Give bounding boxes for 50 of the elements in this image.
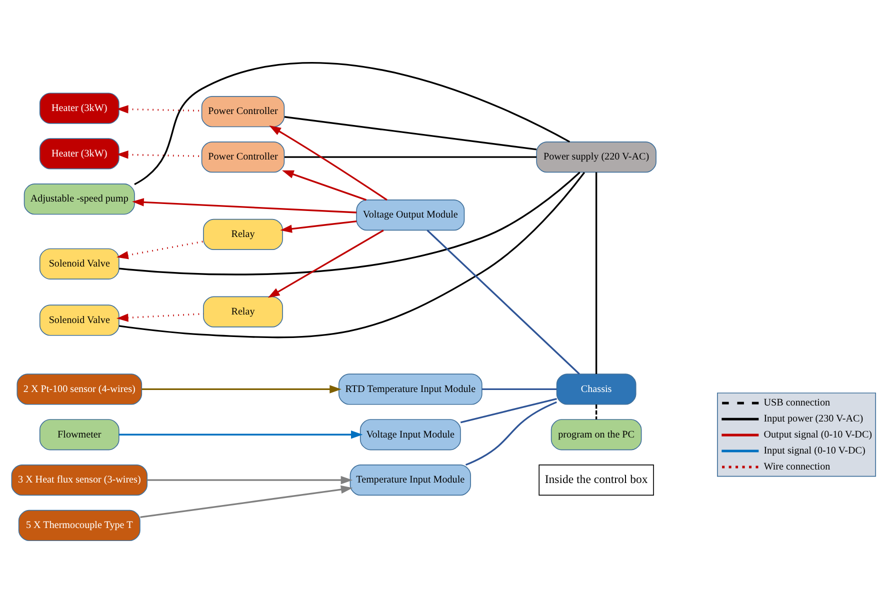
connector [595,172,598,374]
arrow [132,198,357,214]
connector [465,401,557,466]
node-box: Voltage Input Module [360,419,461,450]
arrow [147,476,353,484]
connector [482,388,557,390]
arrow [268,230,384,298]
arrow [116,313,204,322]
arrow [269,126,388,201]
connector [460,398,557,424]
arrow [140,485,353,518]
legend-label: USB connection [764,398,830,409]
node-box: Adjustable -speed pump [24,184,135,215]
connector [284,156,536,158]
node-box: Solenoid Valve [39,248,120,280]
connector [284,116,537,150]
node-box: program on the PC [550,419,642,450]
connector [134,62,570,186]
connector [119,172,580,276]
legend-label: Input power (230 V-AC) [764,414,864,425]
arrow [116,105,202,114]
node-box: Power Controller [201,96,285,128]
connector [118,172,586,338]
connector [426,230,580,375]
arrow [116,150,202,159]
node-box: 5 X Thermocouple Type T [18,510,140,542]
arrow [142,385,342,394]
node-box: 3 X Heat flux sensor (3-wires) [11,464,148,496]
node-box: Relay [203,296,283,328]
node-box: 2 X Pt-100 sensor (4-wires) [16,374,142,405]
node-box: Flowmeter [39,419,120,450]
arrow [280,220,357,233]
node-box: Power supply (220 V-AC) [536,141,656,173]
node-box: Voltage Output Module [356,200,465,231]
legend-label: Output signal (0-10 V-DC) [764,430,872,441]
legend-label: Input signal (0-10 V-DC) [764,446,866,457]
label: Inside the control box [544,473,648,486]
arrow [118,430,363,439]
connector [595,404,598,420]
arrow [282,170,367,201]
node-box: RTD Temperature Input Module [338,374,482,405]
node-box: Solenoid Valve [39,304,120,336]
node-box: Temperature Input Module [350,464,471,496]
node-box: Heater (3kW) [39,92,120,124]
node-box: Heater (3kW) [39,138,120,170]
legend-label: Wire connection [764,462,830,473]
node-box: Chassis [556,374,636,405]
node-box: Relay [203,218,283,250]
node-box: Power Controller [201,141,285,173]
arrow [116,240,204,260]
